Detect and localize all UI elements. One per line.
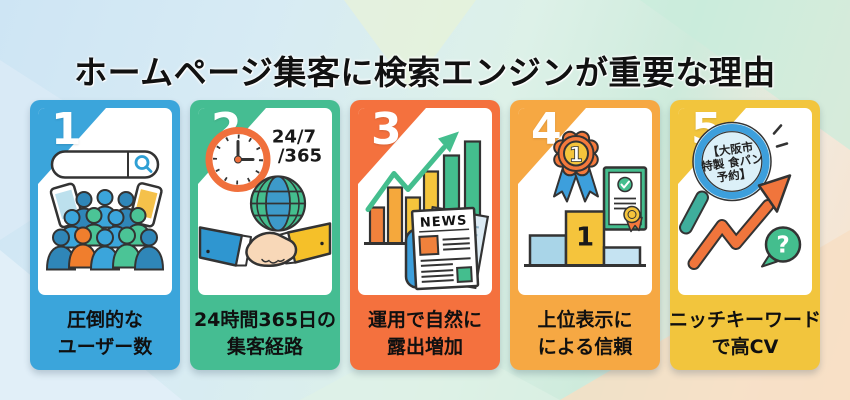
medal-icon: 1	[553, 130, 599, 203]
card-top-rank-trust: 4 1	[510, 100, 660, 370]
handshake-icon	[198, 222, 332, 267]
card-niche-keyword-cv: 5 【大阪市 特製 食パン 予約】	[669, 100, 822, 370]
page-title: ホームページ集客に検索エンジンが重要な理由	[74, 53, 776, 93]
certificate-icon	[602, 166, 648, 233]
sparkle-lines	[772, 124, 789, 148]
clock-icon	[205, 127, 271, 192]
always-open-illustration: 24/7 /365	[198, 127, 332, 267]
card-24-365-channel: 2 24/7 /365	[190, 100, 340, 370]
card-artwork: 4 1	[518, 108, 652, 295]
card-label-line: 運用で自然に	[367, 309, 482, 332]
crowd-search-illustration	[45, 150, 165, 271]
card-label-line: ユーザー数	[57, 336, 153, 358]
card-label: 24時間365日の 集客経路	[190, 298, 340, 370]
card-label-line: による信頼	[537, 336, 633, 358]
card-artwork: 1	[38, 108, 172, 295]
card-label-line: で高CV	[711, 336, 779, 358]
card-artwork: 5 【大阪市 特製 食パン 予約】	[678, 108, 812, 295]
niche-keyword-illustration: 【大阪市 特製 食パン 予約】	[679, 121, 802, 270]
magnifier-icon: 【大阪市 特製 食パン 予約】	[679, 121, 789, 235]
card-overwhelming-users: 1	[30, 100, 180, 370]
card-label: 圧倒的な ユーザー数	[30, 298, 180, 370]
card-label-line: 集客経路	[226, 336, 303, 358]
question-bubble-icon: ?	[761, 226, 802, 268]
podium-rank-number: 1	[576, 223, 594, 253]
reason-cards-row: 1	[30, 100, 822, 370]
card-number: 3	[371, 108, 402, 155]
availability-text: 24/7	[272, 127, 316, 148]
card-artwork: 2 24/7 /365	[198, 108, 332, 295]
availability-text: /365	[278, 146, 322, 167]
card-label: ニッチキーワード で高CV	[669, 298, 822, 370]
medal-rank-number: 1	[569, 143, 583, 167]
card-label: 運用で自然に 露出増加	[350, 298, 500, 370]
card-label: 上位表示に による信頼	[510, 298, 660, 370]
card-artwork: 3	[358, 108, 492, 295]
card-natural-exposure: 3	[350, 100, 500, 370]
search-bar	[50, 150, 160, 179]
card-label-line: 圧倒的な	[66, 309, 143, 332]
growth-arrow-icon	[365, 131, 459, 212]
keyword-text-line: 予約】	[716, 166, 752, 185]
card-label-line: 露出増加	[386, 336, 463, 358]
newspaper-icon: NEWS	[410, 206, 480, 291]
card-label-line: 上位表示に	[537, 309, 633, 332]
card-label-line: 24時間365日の	[193, 309, 337, 332]
card-label-line: ニッチキーワード	[669, 309, 822, 332]
news-masthead: NEWS	[420, 213, 468, 230]
question-mark-text: ?	[776, 233, 789, 259]
exposure-growth-illustration: NEWS	[364, 131, 490, 291]
globe-icon	[249, 175, 307, 232]
trust-ranking-illustration: 1 1	[524, 130, 648, 267]
